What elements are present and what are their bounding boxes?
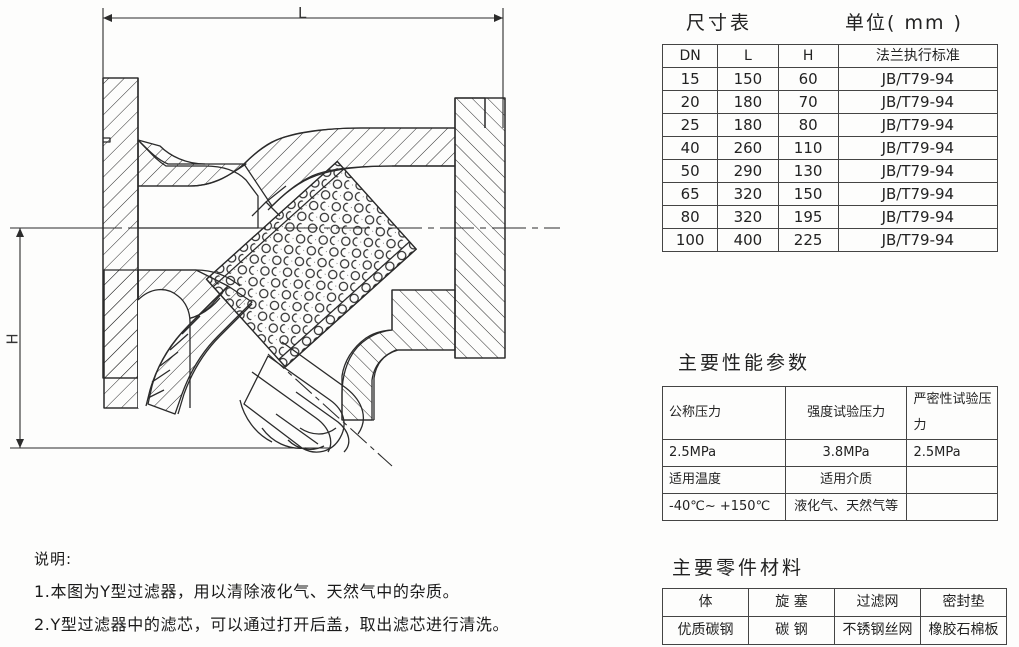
performance-table: 公称压力 强度试验压力 严密性试验压力 2.5MPa 3.8MPa 2.5MPa… (662, 386, 998, 521)
cell-l: 320 (717, 182, 779, 206)
table-row: 50 290 130 JB/T79-94 (661, 159, 999, 183)
y-strainer-svg (10, 8, 560, 467)
dimension-label-L: L (298, 4, 307, 22)
cell-h: 80 (777, 113, 839, 137)
col-l: L (717, 44, 779, 68)
cell-nominal-pressure-label: 公称压力 (662, 386, 786, 440)
cell-h: 110 (777, 136, 839, 160)
body-upper-wall-left (137, 77, 259, 229)
materials-table-title: 主要零件材料 (672, 557, 805, 579)
cell-empty-1 (906, 466, 998, 494)
cell-body-material: 优质碳钢 (662, 616, 749, 645)
cell-nominal-pressure-value: 2.5MPa (662, 439, 786, 467)
body-seat-right (341, 289, 456, 421)
table-row: 25 180 80 JB/T79-94 (661, 113, 999, 137)
cell-dn: 50 (661, 159, 719, 183)
right-flange (454, 97, 506, 359)
cell-dn: 65 (661, 182, 719, 206)
cell-dn: 100 (661, 228, 719, 252)
table-row: 65 320 150 JB/T79-94 (661, 182, 999, 206)
cell-h: 70 (777, 90, 839, 114)
cell-standard: JB/T79-94 (837, 90, 999, 114)
dimension-line-L (102, 8, 504, 128)
cell-h: 130 (777, 159, 839, 183)
col-plug: 旋 塞 (748, 588, 835, 617)
cell-screen-material: 不锈钢丝网 (834, 616, 921, 645)
cell-gasket-material: 橡胶石棉板 (920, 616, 1007, 645)
table-row: 80 320 195 JB/T79-94 (661, 205, 999, 229)
cell-temperature-value: -40℃~ +150℃ (662, 493, 786, 521)
cell-h: 60 (777, 67, 839, 91)
col-body: 体 (662, 588, 749, 617)
cell-l: 320 (717, 205, 779, 229)
cell-plug-material: 碳 钢 (748, 616, 835, 645)
cell-dn: 25 (661, 113, 719, 137)
cell-medium-value: 液化气、天然气等 (784, 493, 908, 521)
cell-standard: JB/T79-94 (837, 182, 999, 206)
cell-temperature-label: 适用温度 (662, 466, 786, 494)
cell-empty-2 (906, 493, 998, 521)
bottom-cap (239, 341, 364, 453)
col-dn: DN (661, 44, 719, 68)
col-standard: 法兰执行标准 (837, 44, 999, 68)
table-row: -40℃~ +150℃ 液化气、天然气等 (662, 493, 998, 521)
cell-strength-test-label: 强度试验压力 (784, 386, 908, 440)
cell-l: 400 (717, 228, 779, 252)
col-h: H (777, 44, 839, 68)
filter-screen (205, 160, 417, 368)
cell-dn: 40 (661, 136, 719, 160)
cell-standard: JB/T79-94 (837, 67, 999, 91)
table-header-row: DN L H 法兰执行标准 (661, 44, 999, 68)
dimension-table-title: 尺寸表 (686, 12, 753, 34)
cell-dn: 15 (661, 67, 719, 91)
performance-table-title: 主要性能参数 (678, 352, 811, 374)
notes-block: 说明: 1.本图为Y型过滤器，用以清除液化气、天然气中的杂质。 2.Y型过滤器中… (34, 548, 634, 644)
table-row: 适用温度 适用介质 (662, 466, 998, 494)
centerline-cap (267, 353, 393, 467)
cell-l: 150 (717, 67, 779, 91)
dimension-table-unit: 单位( mm ) (845, 12, 963, 34)
cell-standard: JB/T79-94 (837, 136, 999, 160)
table-row: 2.5MPa 3.8MPa 2.5MPa (662, 439, 998, 467)
cell-standard: JB/T79-94 (837, 159, 999, 183)
cell-standard: JB/T79-94 (837, 113, 999, 137)
cell-dn: 20 (661, 90, 719, 114)
cell-l: 290 (717, 159, 779, 183)
table-row: 15 150 60 JB/T79-94 (661, 67, 999, 91)
note-item-2: 2.Y型过滤器中的滤芯，可以通过打开后盖，取出滤芯进行清洗。 (34, 615, 510, 634)
cell-standard: JB/T79-94 (837, 205, 999, 229)
materials-table: 体 旋 塞 过滤网 密封垫 优质碳钢 碳 钢 不锈钢丝网 橡胶石棉板 (662, 588, 1007, 645)
dimension-table: DN L H 法兰执行标准 15 150 60 JB/T79-94 20 180… (661, 44, 999, 252)
cell-dn: 80 (661, 205, 719, 229)
table-row: 优质碳钢 碳 钢 不锈钢丝网 橡胶石棉板 (662, 616, 1007, 645)
cell-l: 260 (717, 136, 779, 160)
cell-medium-label: 适用介质 (784, 466, 908, 494)
branch-walls (145, 285, 253, 415)
cell-h: 150 (777, 182, 839, 206)
notes-heading: 说明: (34, 550, 73, 568)
table-row: 公称压力 强度试验压力 严密性试验压力 (662, 386, 998, 440)
cell-h: 195 (777, 205, 839, 229)
col-screen: 过滤网 (834, 588, 921, 617)
table-row: 20 180 70 JB/T79-94 (661, 90, 999, 114)
y-strainer-drawing: L H (3, 4, 560, 467)
dimension-label-H: H (3, 333, 22, 345)
table-row: 40 260 110 JB/T79-94 (661, 136, 999, 160)
cell-h: 225 (777, 228, 839, 252)
cell-standard: JB/T79-94 (837, 228, 999, 252)
cell-strength-test-value: 3.8MPa (784, 439, 908, 467)
table-row: 100 400 225 JB/T79-94 (661, 228, 999, 252)
screen-top-vertex (251, 185, 287, 217)
cell-tightness-test-label: 严密性试验压力 (906, 386, 998, 440)
cell-l: 180 (717, 113, 779, 137)
cell-l: 180 (717, 90, 779, 114)
col-gasket: 密封垫 (920, 588, 1007, 617)
cell-tightness-test-value: 2.5MPa (906, 439, 998, 467)
table-header-row: 体 旋 塞 过滤网 密封垫 (662, 588, 1007, 617)
note-item-1: 1.本图为Y型过滤器，用以清除液化气、天然气中的杂质。 (34, 582, 460, 601)
